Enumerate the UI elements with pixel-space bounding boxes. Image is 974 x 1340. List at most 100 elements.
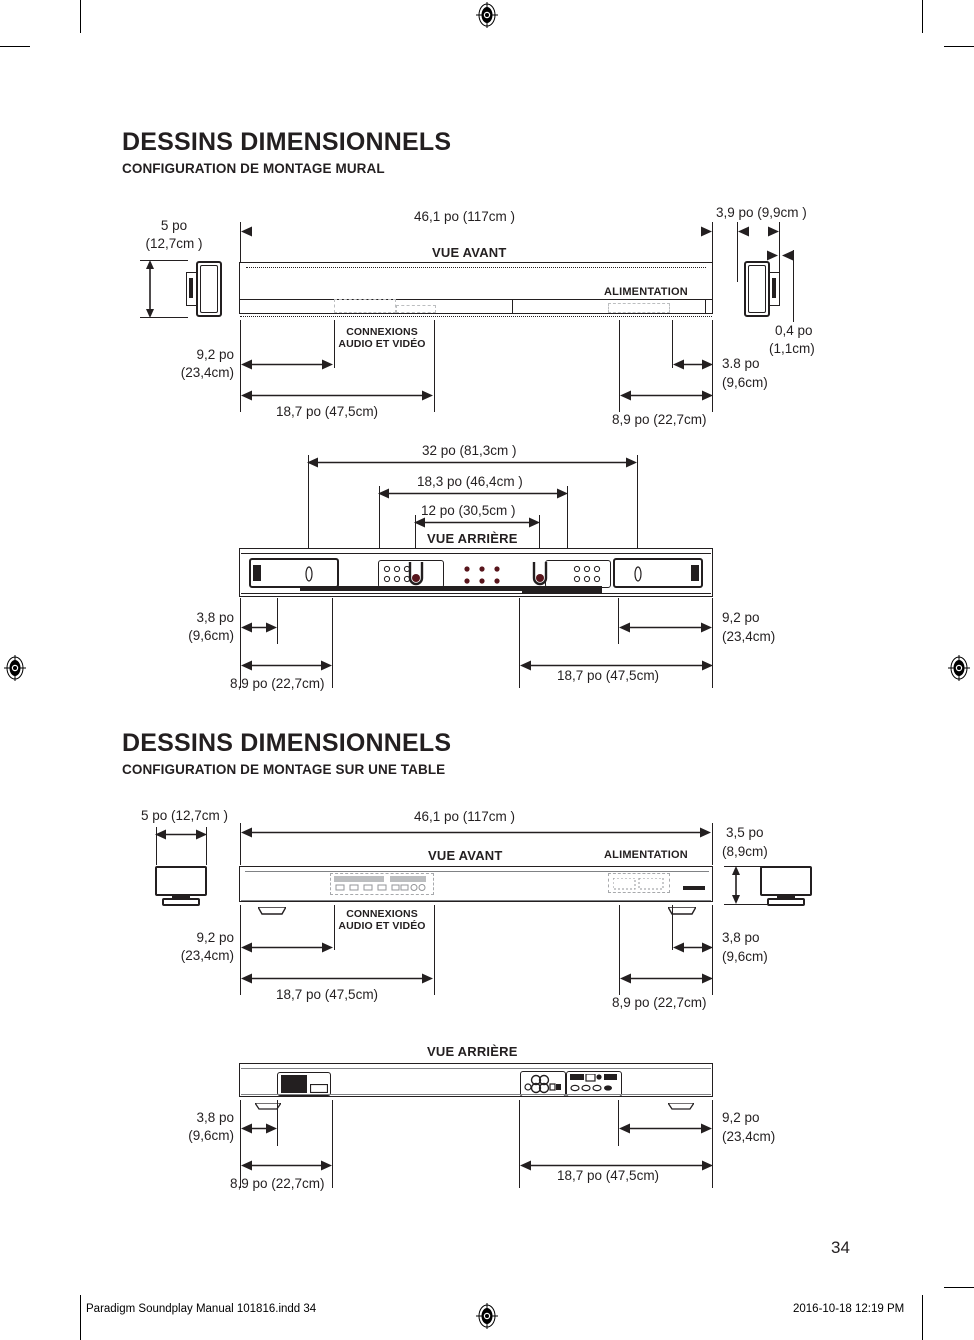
table-front-lower-ext-f [712, 905, 713, 995]
wall-front-width-arrow-right [700, 224, 712, 242]
table-front-right-span-label: 8,9 po (22,7cm) [612, 995, 707, 1010]
wall-front-right-side-view-bracket-slot [772, 278, 776, 298]
wall-rear-center-dots [462, 566, 516, 589]
wall-front-depth-small-cm: (1,1cm) [769, 341, 815, 356]
wall-front-height-in: 5 po [160, 218, 188, 233]
registration-mark-right [948, 655, 970, 681]
wall-rear-lower-ext-f [712, 598, 713, 688]
table-front-power-detail [612, 877, 665, 895]
wall-rear-ext-3 [415, 515, 416, 577]
wall-rear-lower-shelf-2 [522, 586, 602, 594]
wall-rear-left-small-in: 3,8 po [196, 610, 234, 625]
wall-rear-lower-ext-b [277, 598, 278, 644]
table-rear-lower-ext-e [618, 1100, 619, 1146]
table-front-width-arrow [241, 825, 711, 843]
table-front-width-ext-right [712, 823, 713, 865]
wall-front-connection-recess-2 [396, 305, 436, 313]
wall-rear-bracket-right-tab [691, 565, 699, 581]
table-rear-left-span-arrow [241, 1158, 332, 1176]
wall-front-ext-left [240, 222, 241, 262]
wall-front-left-span-arrow [241, 388, 433, 406]
table-front-bar-body [239, 866, 713, 902]
table-front-bar-bottom-edge [241, 900, 711, 901]
table-front-right-offset-cm: (9,6cm) [722, 949, 768, 964]
table-rear-left-span-label: 8,9 po (22,7cm) [230, 1176, 325, 1191]
wall-front-height-cm: (12,7cm ) [145, 236, 203, 251]
wall-front-ext-right [712, 222, 713, 262]
wall-front-lower-ext-b [334, 320, 335, 368]
wall-front-left-offset-cm: (23,4cm) [180, 365, 234, 380]
table-rear-left-small-arrow [241, 1121, 277, 1139]
wall-rear-bracket-right [613, 558, 703, 588]
section-2-subtitle: CONFIGURATION DE MONTAGE SUR UNE TABLE [122, 762, 446, 777]
table-front-foot-left [256, 902, 288, 920]
crop-mark-right-top [944, 46, 974, 47]
table-front-width-ext-left [240, 823, 241, 865]
table-rear-right-offset-in: 9,2 po [722, 1110, 760, 1125]
table-rear-cable-block-fill [281, 1075, 307, 1093]
wall-rear-bracket-left-tab [253, 565, 261, 581]
table-rear-lower-ext-d [519, 1100, 520, 1188]
wall-rear-right-span-label: 18,7 po (47,5cm) [557, 668, 660, 683]
table-front-height-ext-top [724, 866, 770, 867]
wall-rear-span-outer-arrow [307, 455, 637, 473]
table-rear-foot-right [666, 1097, 696, 1115]
wall-front-width-arrow-left [241, 224, 253, 242]
table-front-lower-ext-e [672, 905, 673, 950]
wall-front-depth-label: 3,9 po (9,9cm ) [716, 205, 807, 220]
table-front-connection-recess [330, 873, 434, 895]
wall-front-bar-div-1 [512, 299, 513, 314]
table-front-left-offset-cm: (23,4cm) [180, 948, 234, 963]
wall-rear-lower-ext-d [519, 598, 520, 688]
table-front-power-recess [608, 873, 670, 893]
crop-mark-bottom-right [922, 1295, 923, 1340]
wall-front-depth-arrow-right [767, 224, 779, 242]
table-front-foot-right [666, 902, 698, 920]
wall-front-power-label: ALIMENTATION [604, 286, 688, 298]
table-front-width-label: 46,1 po (117cm ) [414, 809, 516, 824]
wall-rear-ext-5 [567, 486, 568, 576]
wall-rear-right-offset-arrow [619, 620, 712, 638]
wall-rear-bar-bottom-edge [241, 593, 711, 594]
wall-rear-span-outer-label: 32 po (81,3cm ) [422, 443, 517, 458]
table-front-view-label: VUE AVANT [428, 848, 503, 863]
table-front-led-indicator [683, 886, 705, 890]
table-front-side-view-right-base [767, 898, 805, 906]
page-number: 34 [831, 1238, 850, 1257]
wall-rear-left-span-label: 8,9 po (22,7cm) [230, 676, 325, 691]
table-front-left-offset-arrow [241, 940, 333, 958]
table-front-height-cm: (8,9cm) [722, 844, 768, 859]
wall-front-height-ext-top [140, 260, 188, 261]
section-2-title: DESSINS DIMENSIONNELS [122, 729, 452, 757]
wall-rear-span-mid-label: 18,3 po (46,4cm ) [417, 474, 523, 489]
wall-front-depth-arrow-left [738, 224, 750, 242]
table-front-height-arrow [730, 866, 742, 909]
wall-rear-screw-right [634, 566, 642, 587]
wall-front-power-recess [608, 303, 670, 313]
wall-front-width-label: 46,1 po (117cm ) [414, 209, 516, 224]
wall-rear-screw-left [305, 566, 313, 587]
wall-rear-ext-6 [637, 455, 638, 575]
wall-rear-lower-ext-e [618, 598, 619, 644]
wall-rear-lower-ext-a [240, 598, 241, 688]
table-front-side-view-right-body [760, 866, 812, 896]
table-rear-lower-ext-c [332, 1100, 333, 1188]
wall-rear-port-dots-right [573, 565, 607, 588]
wall-front-lower-ext-c [434, 320, 435, 412]
table-front-lower-ext-b [334, 905, 335, 950]
wall-front-left-span-label: 18,7 po (47,5cm) [276, 404, 379, 419]
table-rear-left-small-cm: (9,6cm) [188, 1128, 234, 1143]
section-1-subtitle: CONFIGURATION DE MONTAGE MURAL [122, 161, 385, 176]
wall-front-left-offset-in: 9,2 po [196, 347, 234, 362]
wall-front-depth-small-ext [793, 250, 794, 322]
wall-rear-keyhole-right [530, 560, 550, 593]
table-front-left-offset-in: 9,2 po [196, 930, 234, 945]
table-rear-view-label: VUE ARRIÈRE [427, 1044, 518, 1059]
wall-front-depth-small-arrows [766, 248, 794, 266]
registration-mark-bottom [476, 1303, 498, 1329]
wall-rear-bar-top-edge [241, 553, 711, 554]
wall-rear-port-dots-left [383, 565, 417, 588]
wall-front-depth-ext-left [737, 222, 738, 282]
table-front-depth-ext-right [206, 827, 207, 865]
wall-front-height-arrow [144, 260, 156, 323]
